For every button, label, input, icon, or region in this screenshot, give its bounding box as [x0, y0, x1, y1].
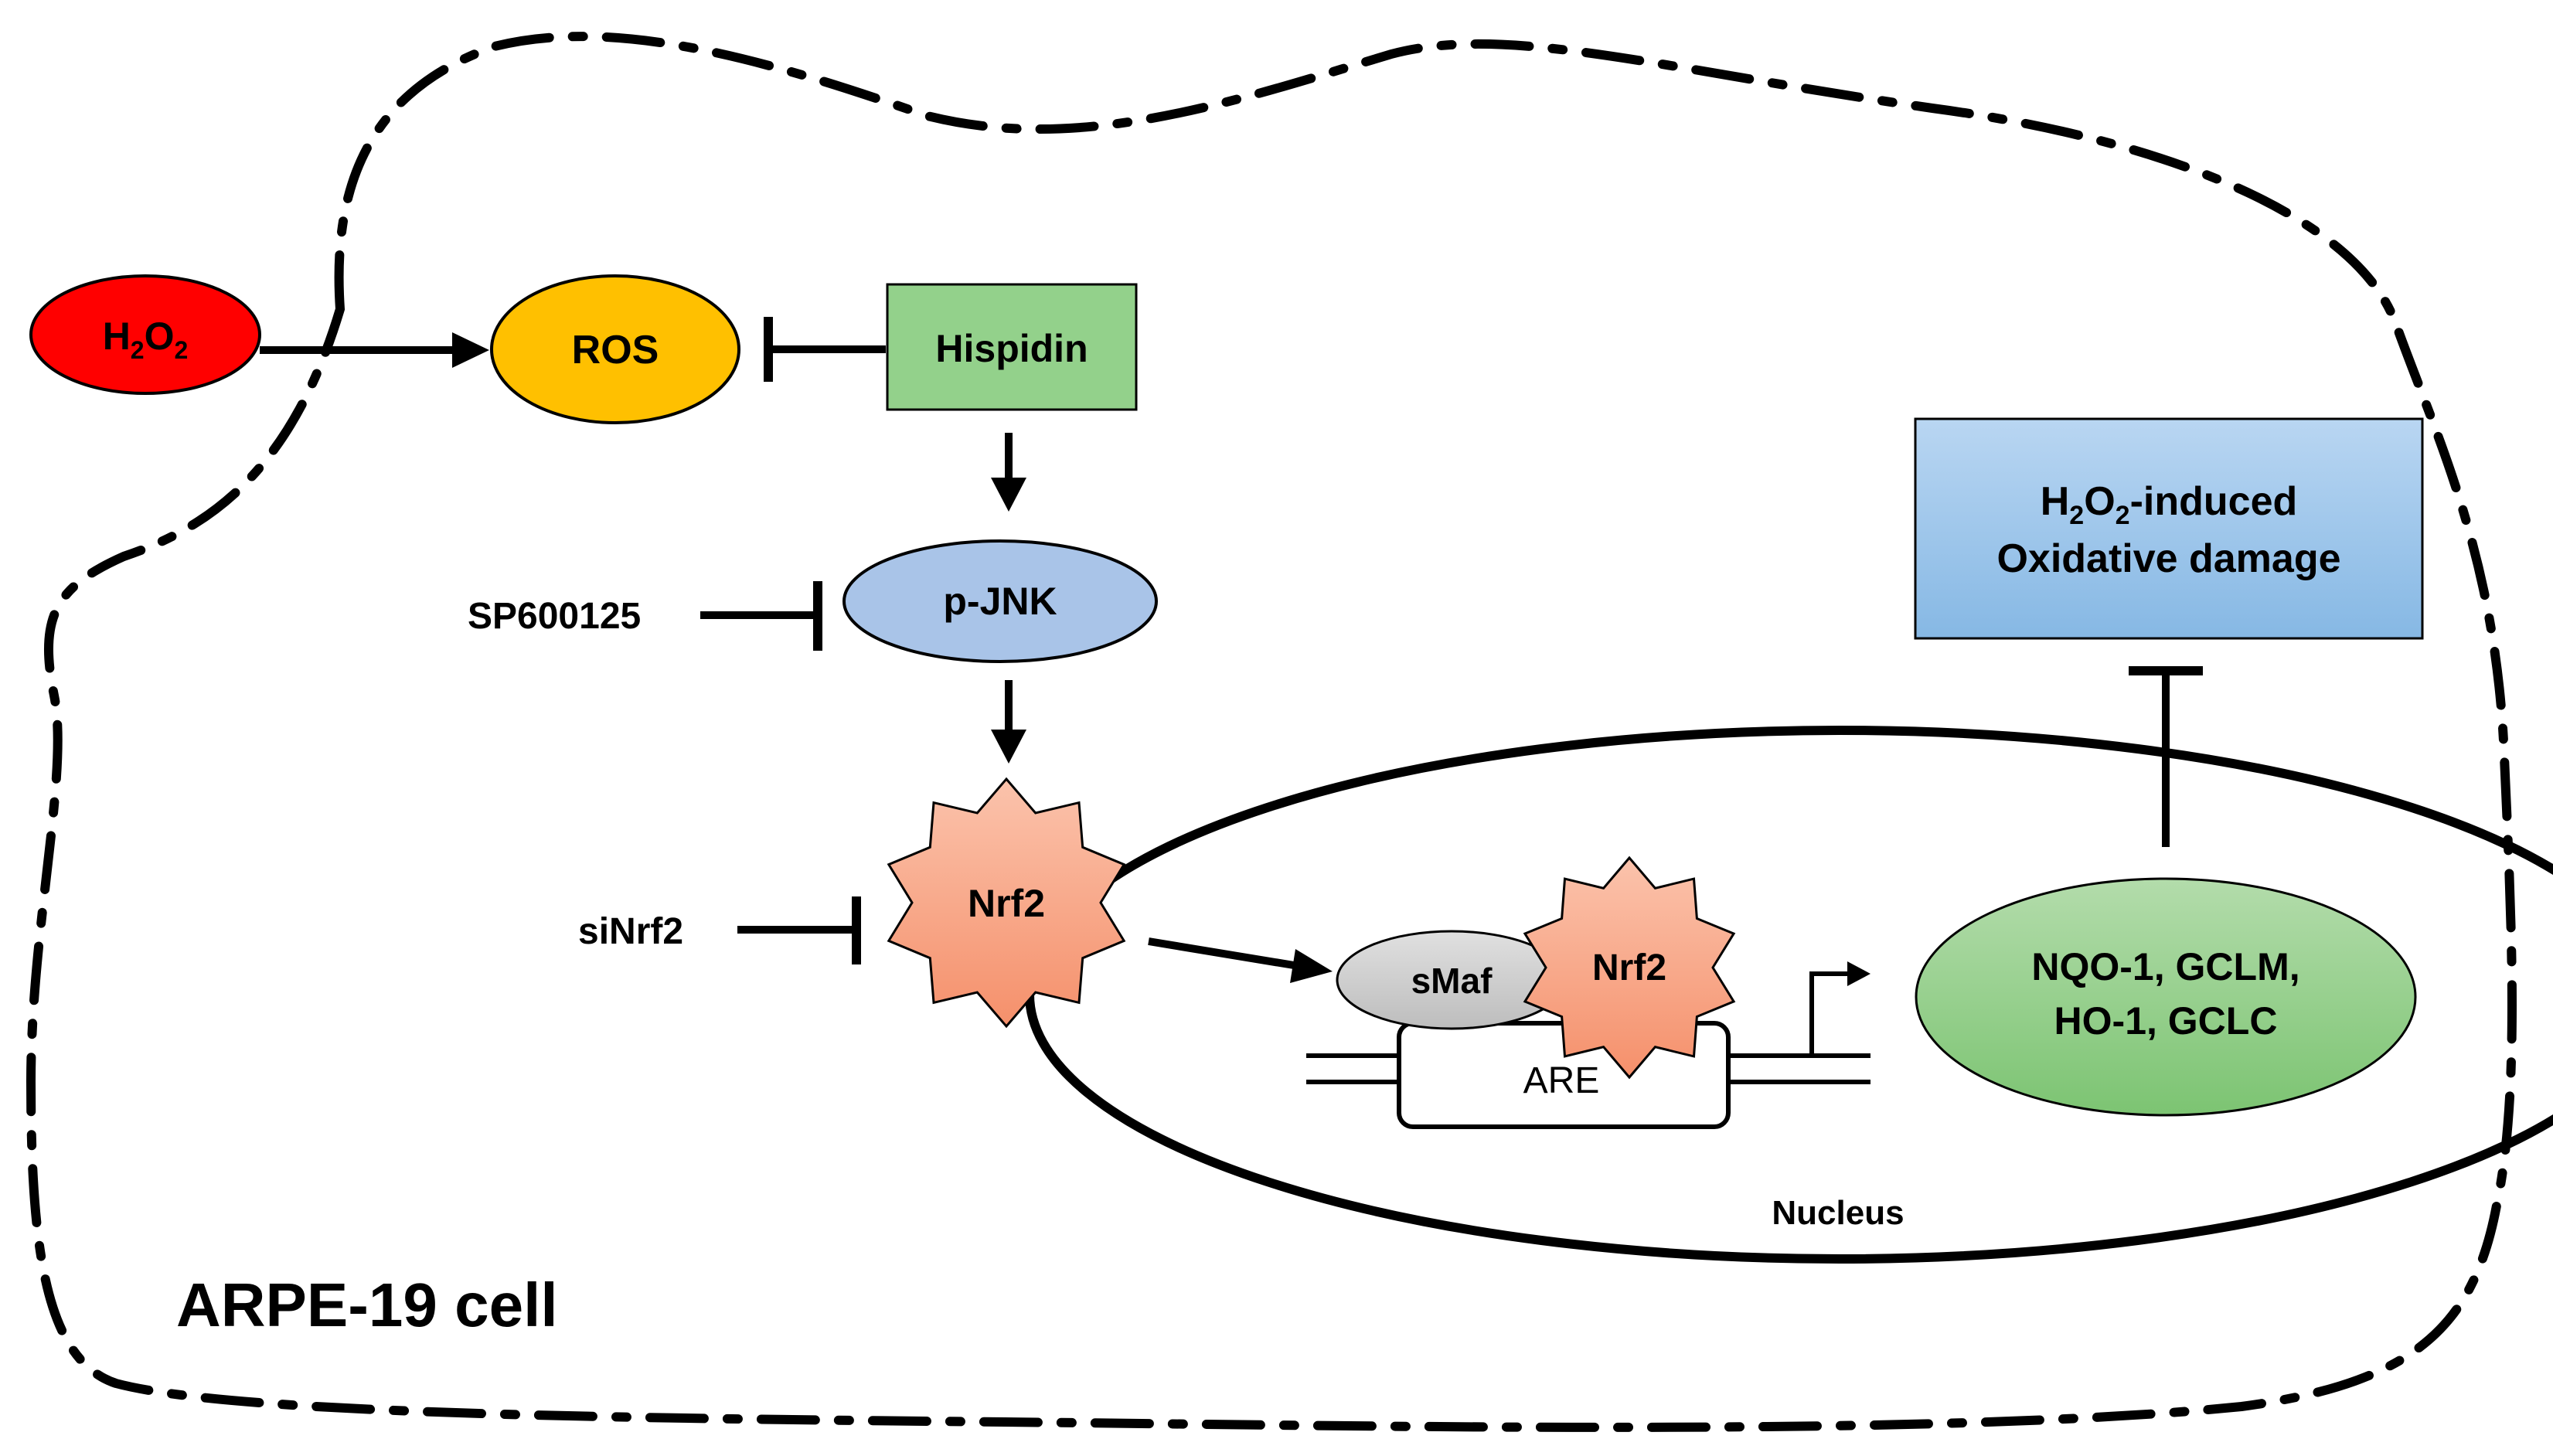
target-genes-line2: HO-1, GCLC — [2054, 999, 2278, 1043]
h2o2-node — [29, 274, 261, 395]
target-genes-line1: NQO-1, GCLM, — [2031, 945, 2299, 988]
dna-strands — [1306, 1053, 1870, 1084]
pjnk-label: p-JNK — [943, 580, 1057, 623]
hispidin-inhibits-ros — [764, 317, 886, 382]
cell-label: ARPE-19 cell — [176, 1271, 558, 1339]
h2o2-to-ros-arrow — [260, 332, 489, 368]
h2o2-label: H2O2 — [103, 315, 189, 364]
sp600125-inhibits-pjnk — [700, 581, 822, 651]
pjnk-node — [842, 539, 1158, 663]
sinrf2-label: siNrf2 — [578, 911, 683, 952]
are-label: ARE — [1523, 1060, 1600, 1101]
hispidin-to-pjnk-arrow — [991, 433, 1026, 512]
cell-membrane — [26, 32, 2517, 1432]
oxidative-damage-line1: H2O2-induced — [2041, 479, 2298, 530]
oxidative-damage-node — [1914, 417, 2424, 640]
ros-node — [490, 274, 740, 424]
oxidative-damage-line2: Oxidative damage — [1996, 536, 2340, 581]
target-genes-node — [1915, 877, 2417, 1117]
pjnk-to-nrf2-arrow — [991, 680, 1026, 764]
transcription-start-arrow — [1809, 961, 1870, 1056]
hispidin-node — [886, 283, 1138, 411]
sinrf2-inhibits-nrf2 — [737, 896, 861, 964]
nrf2-cytoplasm-node — [887, 777, 1126, 1029]
smaf-label: sMaf — [1411, 961, 1493, 1001]
nrf2-cytoplasm-label: Nrf2 — [968, 882, 1045, 925]
ros-label: ROS — [572, 328, 659, 373]
genes-inhibit-damage — [2129, 666, 2203, 847]
sp600125-label: SP600125 — [468, 596, 641, 637]
nrf2-nucleus-node — [1523, 856, 1736, 1080]
nrf2-translocation-arrow — [1148, 937, 1333, 983]
nucleus-label: Nucleus — [1772, 1194, 1904, 1232]
hispidin-label: Hispidin — [935, 327, 1088, 370]
nrf2-nucleus-label: Nrf2 — [1592, 947, 1666, 988]
